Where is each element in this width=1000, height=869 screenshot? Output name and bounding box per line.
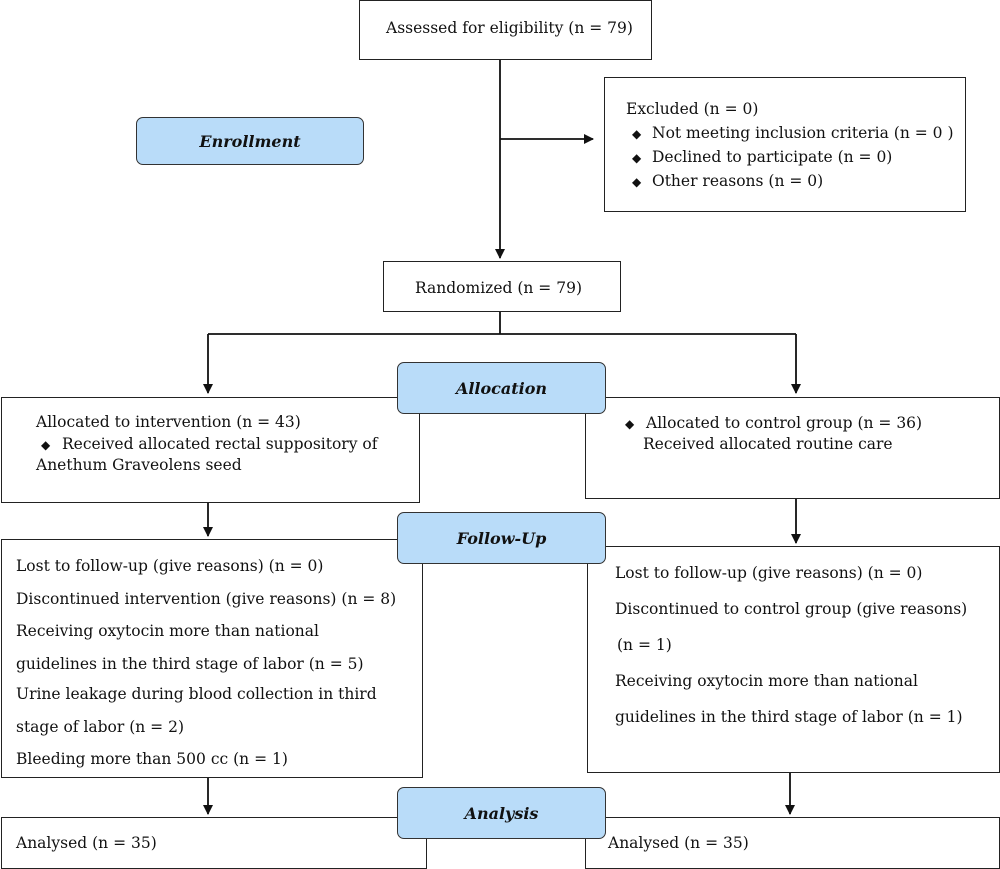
intervention-received-text: Received allocated rectal suppository of	[62, 435, 378, 453]
intervention-followup-line: stage of labor (n = 2)	[16, 718, 185, 736]
intervention-followup-line: Bleeding more than 500 cc (n = 1)	[16, 750, 288, 768]
excluded-item: Declined to participate (n = 0)	[652, 148, 893, 166]
intervention-allocated-text: Allocated to intervention (n = 43)	[36, 413, 301, 431]
randomized-text: Randomized (n = 79)	[415, 279, 582, 297]
excluded-title: Excluded (n = 0)	[626, 100, 759, 118]
stage-analysis-label: Analysis	[464, 803, 539, 823]
control-followup-line: Receiving oxytocin more than national	[615, 672, 918, 690]
excluded-item: Other reasons (n = 0)	[652, 172, 824, 190]
intervention-received-text-cont: Anethum Graveolens seed	[36, 456, 242, 474]
control-allocation-box: ◆ Allocated to control group (n = 36) Re…	[585, 397, 1000, 499]
control-followup-line: (n = 1)	[617, 636, 672, 654]
stage-follow-up-label: Follow-Up	[456, 528, 547, 548]
control-analysis-box: Analysed (n = 35)	[585, 817, 1000, 869]
control-followup-line: Discontinued to control group (give reas…	[615, 600, 968, 618]
randomized-box: Randomized (n = 79)	[383, 261, 621, 312]
stage-analysis: Analysis	[397, 787, 606, 839]
control-allocated-text: Allocated to control group (n = 36)	[646, 414, 923, 432]
stage-allocation-label: Allocation	[455, 378, 548, 398]
stage-enrollment: Enrollment	[136, 117, 364, 165]
assessed-text: Assessed for eligibility (n = 79)	[386, 19, 633, 37]
excluded-item: Not meeting inclusion criteria (n = 0 )	[652, 124, 954, 142]
intervention-analysed-text: Analysed (n = 35)	[16, 834, 157, 852]
excluded-box: Excluded (n = 0) ◆ Not meeting inclusion…	[604, 77, 966, 212]
control-received-text: Received allocated routine care	[643, 435, 893, 453]
intervention-allocation-box: Allocated to intervention (n = 43) ◆ Rec…	[1, 397, 420, 503]
stage-enrollment-label: Enrollment	[199, 131, 301, 151]
diamond-bullet-icon: ◆	[41, 438, 51, 452]
intervention-followup-line: guidelines in the third stage of labor (…	[16, 655, 364, 673]
intervention-followup-box: Lost to follow-up (give reasons) (n = 0)…	[1, 539, 423, 778]
stage-follow-up: Follow-Up	[397, 512, 606, 564]
diamond-bullet-icon: ◆	[632, 151, 642, 165]
diamond-bullet-icon: ◆	[632, 127, 642, 141]
assessed-box: Assessed for eligibility (n = 79)	[359, 0, 652, 60]
diamond-bullet-icon: ◆	[625, 417, 635, 431]
diamond-bullet-icon: ◆	[632, 175, 642, 189]
intervention-followup-line: Urine leakage during blood collection in…	[16, 685, 377, 703]
control-followup-box: Lost to follow-up (give reasons) (n = 0)…	[587, 546, 1000, 773]
control-followup-line: Lost to follow-up (give reasons) (n = 0)	[615, 564, 923, 582]
control-followup-line: guidelines in the third stage of labor (…	[615, 708, 963, 726]
intervention-followup-line: Lost to follow-up (give reasons) (n = 0)	[16, 557, 324, 575]
intervention-followup-line: Receiving oxytocin more than national	[16, 622, 319, 640]
control-analysed-text: Analysed (n = 35)	[608, 834, 749, 852]
intervention-followup-line: Discontinued intervention (give reasons)…	[16, 590, 397, 608]
intervention-analysis-box: Analysed (n = 35)	[1, 817, 427, 869]
stage-allocation: Allocation	[397, 362, 606, 414]
